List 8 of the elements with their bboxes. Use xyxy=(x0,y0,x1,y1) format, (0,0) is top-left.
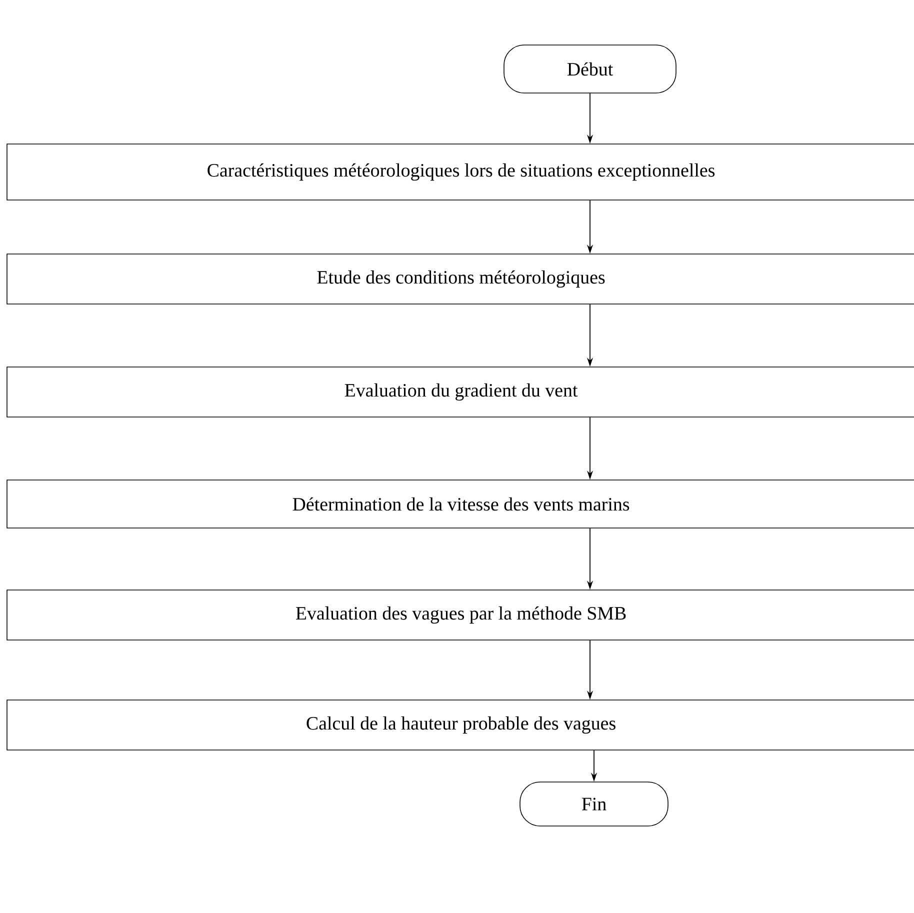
process-box: Evaluation du gradient du vent xyxy=(6,366,914,418)
terminal-box: Début xyxy=(504,44,676,94)
process-box: Evaluation des vagues par la méthode SMB xyxy=(6,590,914,640)
process-box: Détermination de la vitesse des vents marins xyxy=(6,480,914,528)
process-box: Calcul de la hauteur probable des vagues xyxy=(6,700,914,750)
terminal-box: Fin xyxy=(520,782,668,826)
process-box: Caractéristiques météorologiques lors de situations exceptionnelles xyxy=(6,144,914,200)
process-box: Etude des conditions météorologiques xyxy=(6,254,914,304)
